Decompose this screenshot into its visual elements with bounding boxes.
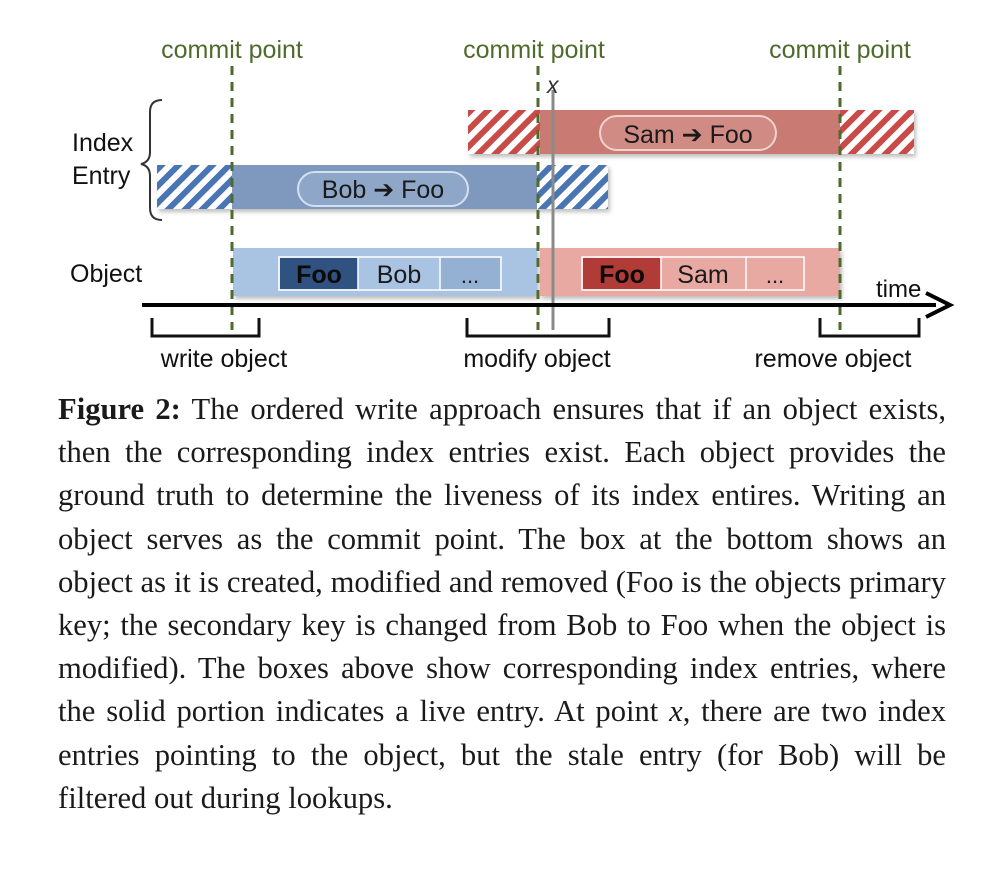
figure-caption-label: Figure 2:	[58, 392, 181, 426]
time-axis-arrowhead	[925, 291, 955, 319]
modify-object-bracket	[465, 318, 611, 338]
commit-point-label-1: commit point	[161, 36, 303, 64]
blue-object-primary-key: Foo	[296, 261, 342, 289]
commit-point-label-3: commit point	[769, 36, 911, 64]
commit-point-label-2: commit point	[463, 36, 605, 64]
write-object-bracket	[150, 318, 261, 338]
index-entry-brace	[140, 99, 163, 221]
blue-index-pill	[297, 171, 469, 207]
red-index-pill	[599, 115, 777, 151]
modify-object-label: modify object	[463, 345, 610, 373]
blue-object-ellipsis: ...	[461, 263, 479, 288]
red-object-primary-key: Foo	[599, 261, 645, 289]
figure-caption-text-1: The ordered write approach ensures that …	[58, 392, 946, 729]
point-x-label: x	[546, 72, 560, 98]
index-entry-label-line2: Entry	[72, 162, 131, 190]
index-entry-label-line1: Index	[72, 129, 134, 157]
red-index-pill-text: Sam ➔ Foo	[623, 121, 752, 149]
red-object-key-cell	[583, 258, 661, 289]
blue-index-pill-text: Bob ➔ Foo	[322, 176, 444, 204]
figure-caption: Figure 2: The ordered write approach ens…	[58, 388, 946, 820]
remove-object-label: remove object	[754, 345, 911, 373]
ordered-write-diagram: commit point commit point commit point I…	[70, 36, 955, 373]
blue-object-key-cell	[280, 258, 358, 289]
red-object-secondary-key: Sam	[677, 261, 728, 289]
blue-object-secondary-key: Bob	[377, 261, 421, 289]
red-object-ellipsis: ...	[766, 263, 784, 288]
figure-caption-point-x: x	[669, 694, 683, 729]
figure-caption-text-2: , there are two index entries pointing t…	[58, 694, 946, 815]
remove-object-bracket	[818, 318, 921, 338]
blue-object-ellipsis-cell	[440, 258, 500, 289]
blue-object-record	[278, 256, 502, 291]
write-object-label: write object	[160, 345, 287, 373]
time-label: time	[876, 276, 921, 303]
red-object-record	[581, 256, 805, 291]
object-label: Object	[70, 260, 142, 288]
